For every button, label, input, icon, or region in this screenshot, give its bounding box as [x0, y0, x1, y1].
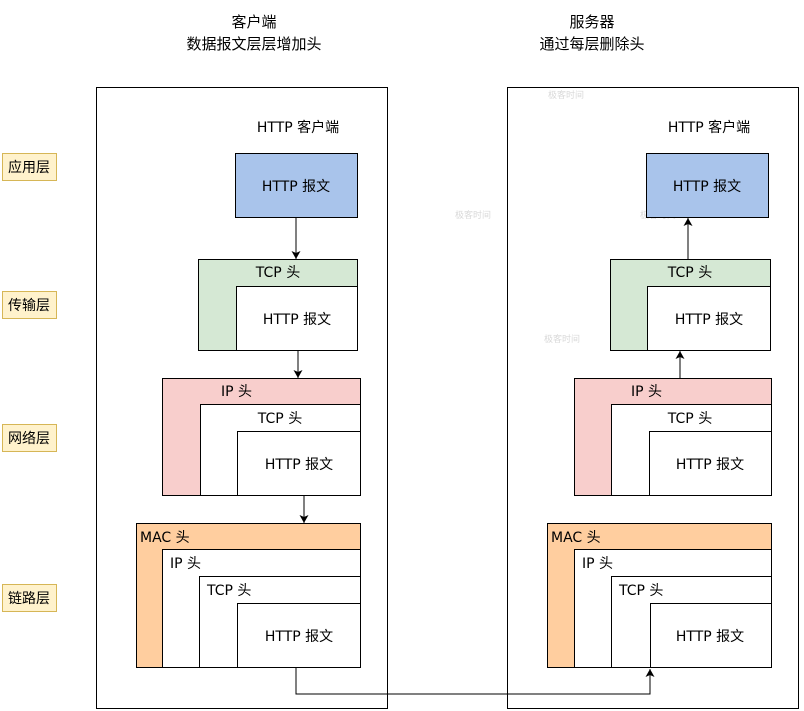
client-application-message: HTTP 报文 [235, 153, 358, 218]
http-message-box [649, 431, 772, 496]
http-message-box [647, 286, 771, 351]
tcp-header-label: TCP 头 [257, 411, 302, 427]
tcp-header-label: TCP 头 [618, 583, 663, 599]
tcp-header-label: TCP 头 [667, 265, 712, 281]
tcp-header-label: TCP 头 [206, 583, 251, 599]
watermark: 极客时间 [455, 209, 491, 221]
layer-label-text: 网络层 [8, 431, 50, 447]
layer-label-box [2, 291, 57, 319]
http-message-box [650, 603, 772, 668]
client-app-label: HTTP 客户端 [257, 119, 339, 136]
client-transport-segment: TCP 头 HTTP 报文 [198, 259, 358, 351]
http-message-label: HTTP 报文 [263, 312, 331, 328]
http-message-label: HTTP 报文 [265, 457, 333, 473]
http-message-label: HTTP 报文 [265, 629, 333, 645]
tcp-header-label: TCP 头 [667, 411, 712, 427]
mac-header-label: MAC 头 [551, 530, 601, 546]
tcp-header-label: TCP 头 [255, 265, 300, 281]
client-link-frame: MAC 头 IP 头 TCP 头 HTTP 报文 [136, 523, 361, 668]
client-subtitle: 数据报文层层增加头 [186, 35, 321, 53]
server-application-message: HTTP 报文 [646, 153, 769, 218]
http-message-box [235, 153, 358, 218]
layer-label-box [2, 153, 57, 181]
http-message-label: HTTP 报文 [676, 629, 744, 645]
client-network-packet: IP 头 TCP 头 HTTP 报文 [162, 378, 361, 496]
server-panel [507, 87, 799, 709]
client-panel [96, 87, 388, 709]
layer-label-text: 链路层 [8, 591, 50, 607]
server-link-frame: MAC 头 IP 头 TCP 头 HTTP 报文 [547, 523, 772, 668]
ip-header-label: IP 头 [221, 384, 252, 400]
http-message-box [237, 431, 361, 496]
server-network-packet: IP 头 TCP 头 HTTP 报文 [574, 378, 772, 496]
layer-label-application: 应用层 [2, 153, 57, 181]
server-title: 服务器 [569, 13, 614, 31]
layer-label-transport: 传输层 [2, 291, 57, 319]
ip-header-label: IP 头 [170, 556, 201, 572]
http-message-box [236, 286, 358, 351]
client-title: 客户端 [231, 13, 276, 31]
http-message-box [646, 153, 769, 218]
watermark: 极客时间 [548, 89, 584, 101]
transmission-connector [295, 668, 655, 695]
ip-header-label: IP 头 [631, 384, 662, 400]
server-transport-segment: TCP 头 HTTP 报文 [610, 259, 771, 351]
mac-header-label: MAC 头 [140, 530, 190, 546]
layer-label-box [2, 424, 57, 452]
server-app-label: HTTP 客户端 [668, 119, 750, 136]
layer-label-text: 传输层 [8, 298, 50, 314]
http-message-label: HTTP 报文 [676, 457, 744, 473]
watermark: 极客时间 [544, 333, 580, 345]
http-message-label: HTTP 报文 [675, 312, 743, 328]
http-message-box [237, 603, 361, 668]
http-message-label: HTTP 报文 [673, 179, 741, 195]
layer-label-network: 网络层 [2, 424, 57, 452]
ip-header-label: IP 头 [582, 556, 613, 572]
server-subtitle: 通过每层删除头 [539, 35, 644, 53]
layer-label-box [2, 584, 57, 612]
http-message-label: HTTP 报文 [262, 179, 330, 195]
layer-label-text: 应用层 [8, 159, 50, 176]
layer-label-link: 链路层 [2, 584, 57, 612]
